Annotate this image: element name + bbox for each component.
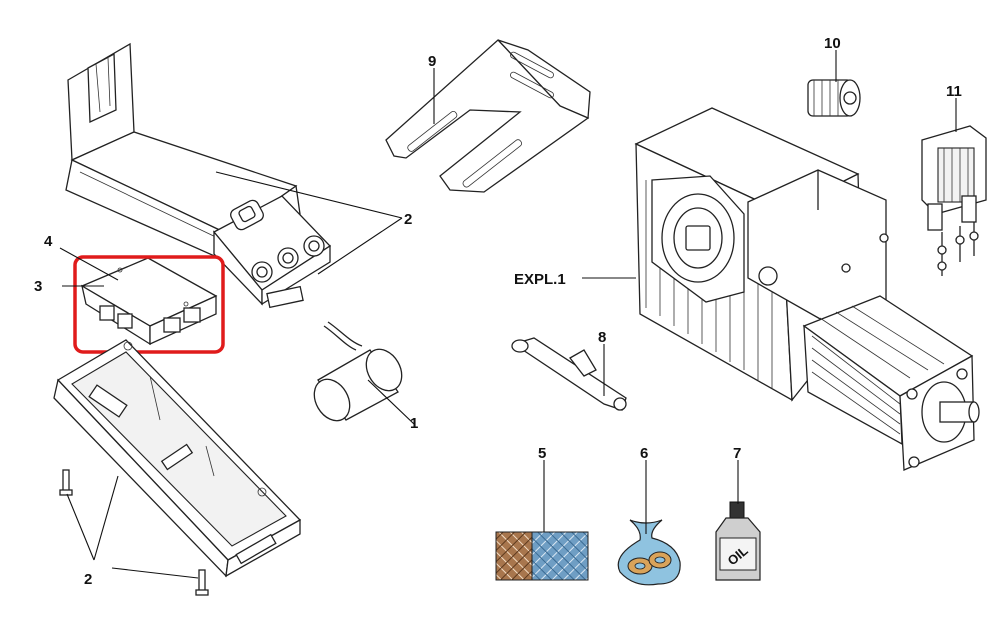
leader-lines xyxy=(59,50,957,579)
release-lever xyxy=(511,337,627,411)
screw-left xyxy=(59,469,73,496)
callout-3: 3 xyxy=(34,278,42,295)
circuit-board xyxy=(80,257,218,346)
limit-switch xyxy=(921,125,987,276)
screw-right xyxy=(195,569,209,596)
gear-motor xyxy=(634,107,980,471)
oil-bottle: OIL xyxy=(715,501,761,581)
capacitor xyxy=(313,321,403,422)
callout-1: 1 xyxy=(410,415,418,432)
highlight-box xyxy=(73,255,225,354)
callout-8: 8 xyxy=(598,329,606,346)
control-box-cover xyxy=(65,42,332,309)
callout-5: 5 xyxy=(538,445,546,462)
callout-4: 4 xyxy=(44,233,53,250)
callout-2-bottom: 2 xyxy=(84,571,92,588)
callout-11: 11 xyxy=(946,83,962,100)
callout-9: 9 xyxy=(428,53,436,70)
fixings-bag xyxy=(617,519,681,586)
callout-6: 6 xyxy=(640,445,648,462)
callout-7: 7 xyxy=(733,445,741,462)
fabric-swatch xyxy=(495,531,589,581)
callout-10: 10 xyxy=(824,35,841,52)
pinion-gear xyxy=(807,79,861,117)
mounting-bracket xyxy=(385,39,591,193)
control-box-base xyxy=(53,339,302,578)
callout-2-top: 2 xyxy=(404,211,412,228)
callout-expl-1: EXPL.1 xyxy=(514,271,566,288)
